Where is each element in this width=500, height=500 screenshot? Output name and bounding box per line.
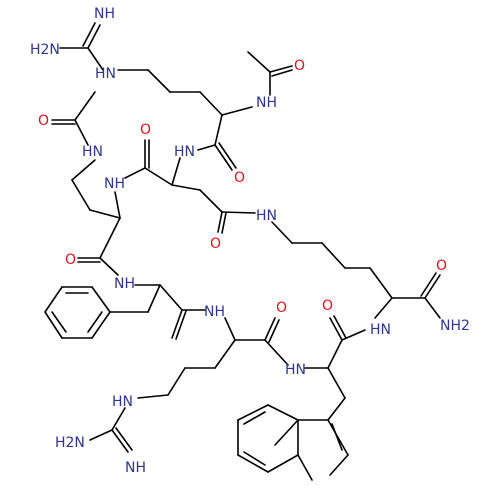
label-17: O — [276, 300, 287, 316]
label-11: NH — [104, 176, 125, 192]
label-19: NH — [204, 304, 225, 320]
label-7: HN — [82, 144, 103, 160]
label-13: HN — [256, 208, 277, 224]
label-21: HN — [370, 322, 391, 338]
label-24: NH — [125, 460, 146, 476]
label-3: HN — [95, 66, 116, 82]
label-15: O — [436, 258, 447, 274]
label-5: NH — [256, 95, 277, 111]
label-25: HN — [112, 394, 133, 410]
label-2: H2N — [30, 42, 60, 58]
label-6: O — [38, 113, 49, 129]
label-10: O — [234, 170, 245, 186]
label-1: NH — [94, 6, 115, 22]
bonds — [44, 22, 441, 481]
label-20: NH2 — [440, 318, 470, 334]
label-4: O — [294, 58, 305, 74]
label-12: O — [210, 236, 221, 252]
label-16: NH — [114, 276, 135, 292]
label-8: O — [140, 122, 151, 138]
label-14: O — [65, 252, 76, 268]
label-18: O — [322, 298, 333, 314]
label-9: HN — [174, 144, 195, 160]
label-22: HN — [285, 362, 306, 378]
label-23: H2N — [55, 435, 85, 451]
atom-labels: NH H2N HN O NH O HN O HN O NH O HN O O N… — [30, 6, 470, 476]
